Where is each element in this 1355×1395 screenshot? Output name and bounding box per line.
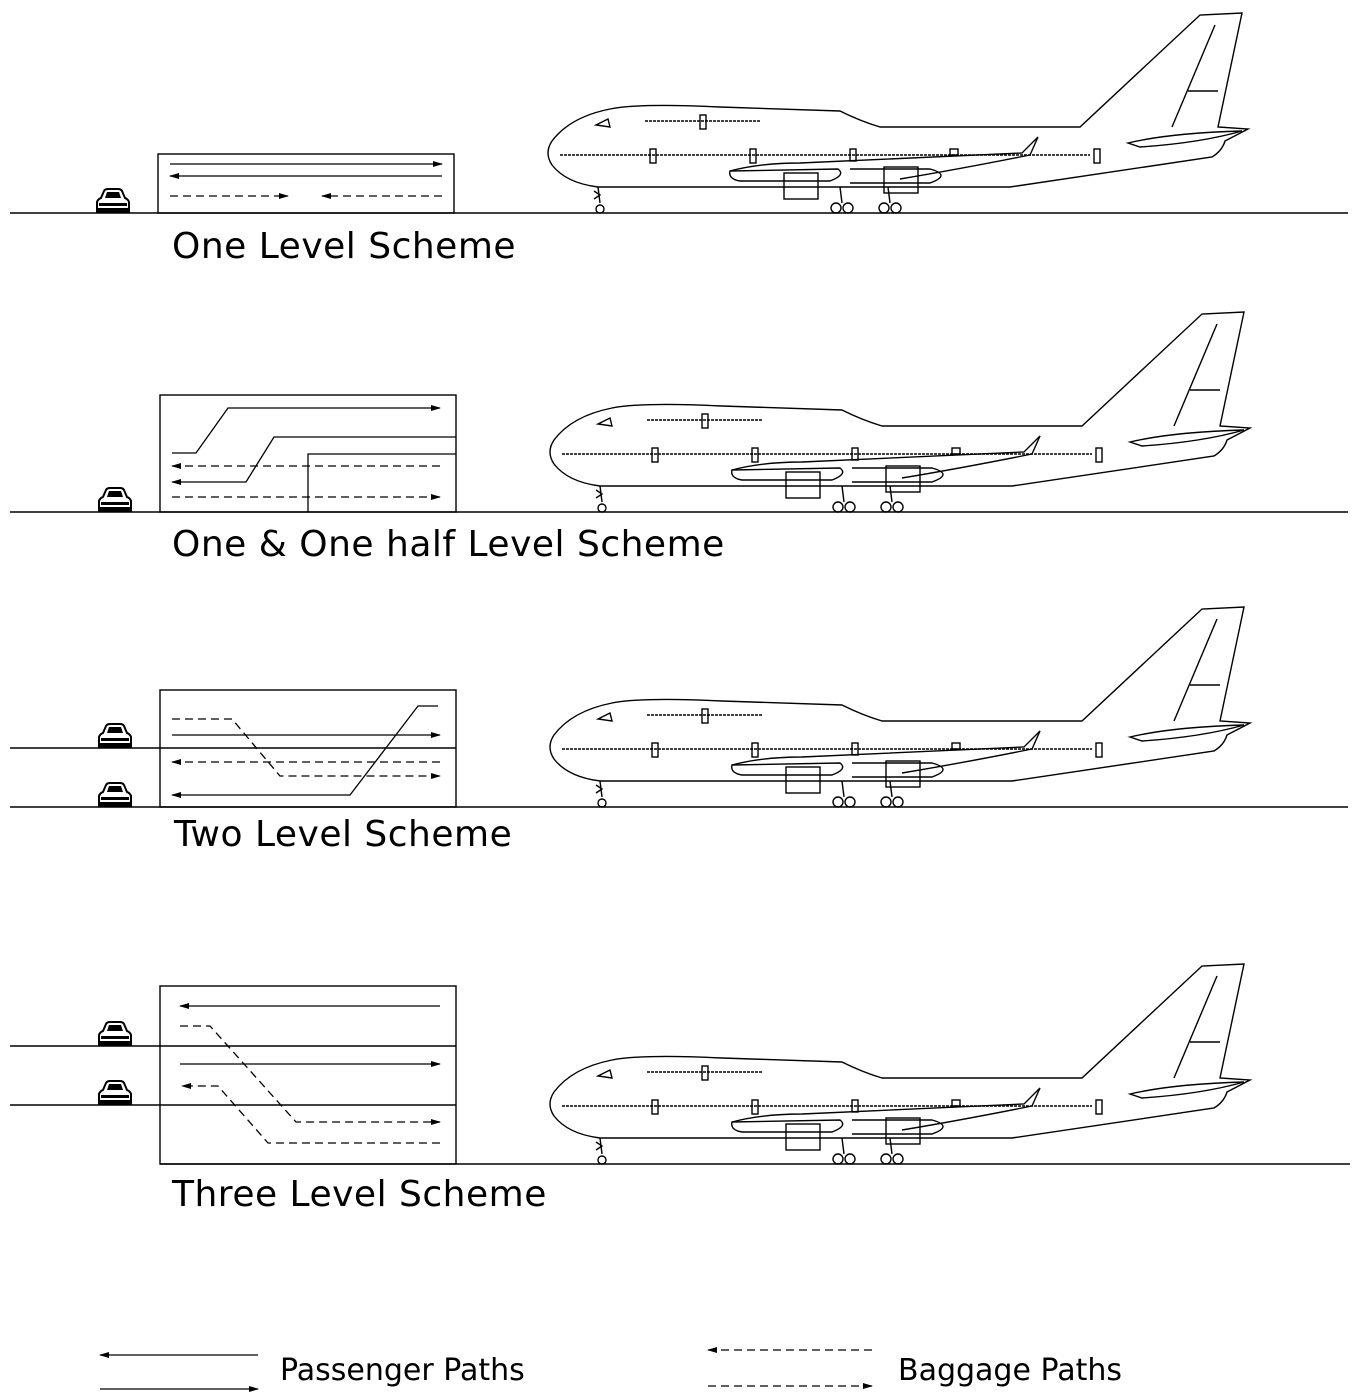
legend-baggage-label: Baggage Paths xyxy=(898,1353,1123,1388)
scheme-caption: One & One half Level Scheme xyxy=(172,524,725,565)
legend xyxy=(99,1347,873,1392)
car-icon xyxy=(96,188,130,213)
passenger-path xyxy=(171,705,438,798)
scheme-three-level xyxy=(10,963,1350,1165)
terminal-building xyxy=(157,153,455,214)
scheme-caption: Three Level Scheme xyxy=(172,1174,547,1215)
scheme-one-level xyxy=(10,12,1348,214)
car-icon xyxy=(98,1021,132,1046)
car-icon xyxy=(98,487,132,512)
baggage-path xyxy=(181,1083,440,1144)
airplane-icon xyxy=(549,606,1251,808)
car-icon xyxy=(98,1080,132,1105)
terminal-building xyxy=(159,985,457,1165)
passenger-path xyxy=(171,436,456,485)
airplane-icon xyxy=(549,311,1251,513)
baggage-path xyxy=(172,718,441,779)
car-icon xyxy=(98,782,132,807)
scheme-caption: One Level Scheme xyxy=(172,226,517,267)
legend-passenger-label: Passenger Paths xyxy=(280,1353,525,1388)
terminal-building xyxy=(159,689,457,808)
car-icon xyxy=(98,723,132,748)
scheme-one-and-half-level xyxy=(10,311,1348,513)
passenger-path xyxy=(172,405,441,454)
airplane-icon xyxy=(547,12,1249,214)
scheme-two-level xyxy=(10,606,1348,808)
airplane-icon xyxy=(549,963,1251,1165)
level-split xyxy=(307,453,456,512)
baggage-path xyxy=(180,1025,441,1125)
scheme-caption: Two Level Scheme xyxy=(174,814,513,855)
